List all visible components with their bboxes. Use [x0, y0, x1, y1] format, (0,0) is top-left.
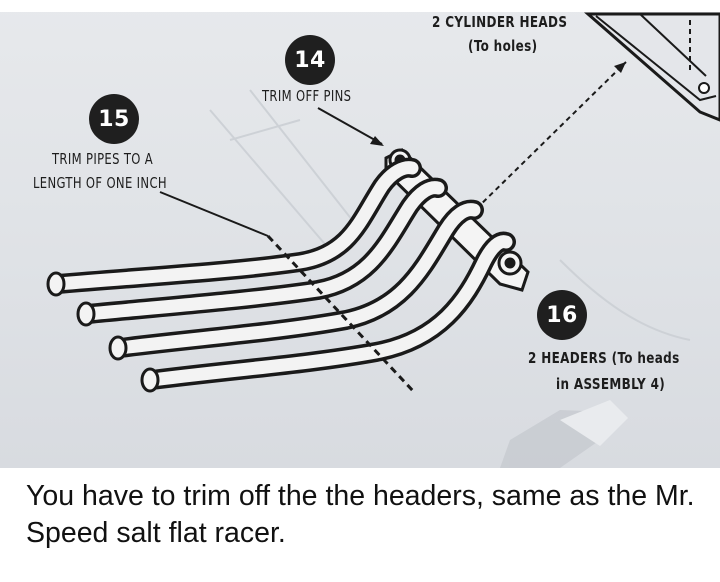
faint-background-drawing — [209, 89, 691, 341]
step-15-label-line1: TRIM PIPES TO A — [52, 150, 154, 168]
step-15-badge: 15 — [89, 94, 139, 144]
instruction-photo[interactable]: 2 CYLINDER HEADS (To holes) 14 TRIM OFF … — [0, 0, 720, 468]
cylinder-heads-label-line1: 2 CYLINDER HEADS — [432, 13, 568, 31]
pipe-ends — [46, 271, 160, 393]
guide-arrowhead — [614, 62, 626, 73]
step-16-label-line1: 2 HEADERS (To heads — [528, 349, 680, 367]
trim-pins-arrowhead — [370, 136, 384, 146]
trim-pins-pointer — [317, 107, 383, 145]
header-pipes — [48, 157, 516, 390]
header-pipes-diagram — [46, 12, 720, 468]
step-16-badge: 16 — [537, 290, 587, 340]
step-16-label-line2: in ASSEMBLY 4) — [556, 375, 666, 393]
cylinder-head-part — [584, 12, 720, 122]
step-14-badge: 14 — [285, 35, 335, 85]
guide-line-to-heads — [469, 61, 627, 216]
cylinder-heads-label-line2: (To holes) — [468, 37, 538, 55]
post-caption: You have to trim off the the headers, sa… — [26, 480, 695, 549]
trim-length-pointer — [159, 191, 269, 237]
step-14-label: TRIM OFF PINS — [262, 87, 352, 105]
step-15-label-line2: LENGTH OF ONE INCH — [33, 174, 167, 192]
photo-top-border — [0, 0, 720, 12]
photo-glare — [500, 400, 628, 468]
